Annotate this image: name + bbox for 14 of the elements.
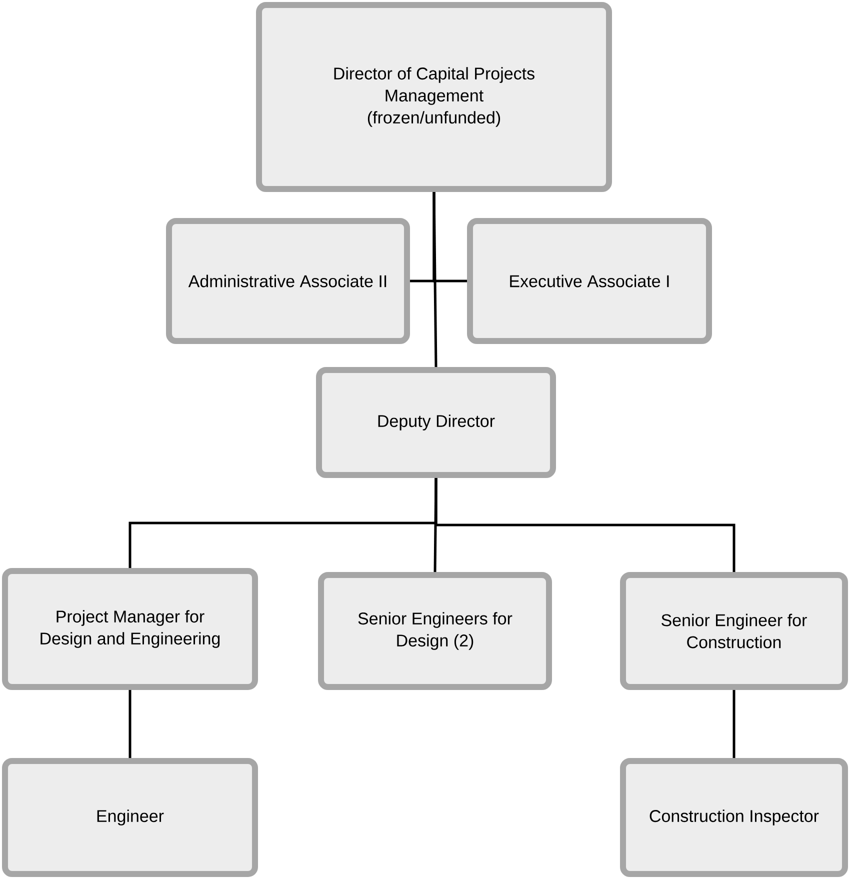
connector-line [732, 690, 736, 758]
org-box: Project Manager for Design and Engineering [2, 568, 258, 690]
org-box: Senior Engineers for Design (2) [318, 572, 552, 690]
org-box: Deputy Director [316, 367, 556, 478]
org-box: Executive Associate I [467, 218, 712, 344]
org-box: Engineer [2, 758, 258, 877]
org-box: Director of Capital Projects Management (frozen/unfunded) [256, 2, 612, 192]
org-box: Administrative Associate II [166, 218, 410, 344]
connector-line [434, 478, 736, 572]
org-box: Senior Engineer for Construction [620, 572, 848, 690]
connector-line [432, 192, 438, 368]
connector-line [128, 690, 132, 758]
connector-line [432, 192, 467, 282]
org-box: Construction Inspector [620, 758, 848, 877]
